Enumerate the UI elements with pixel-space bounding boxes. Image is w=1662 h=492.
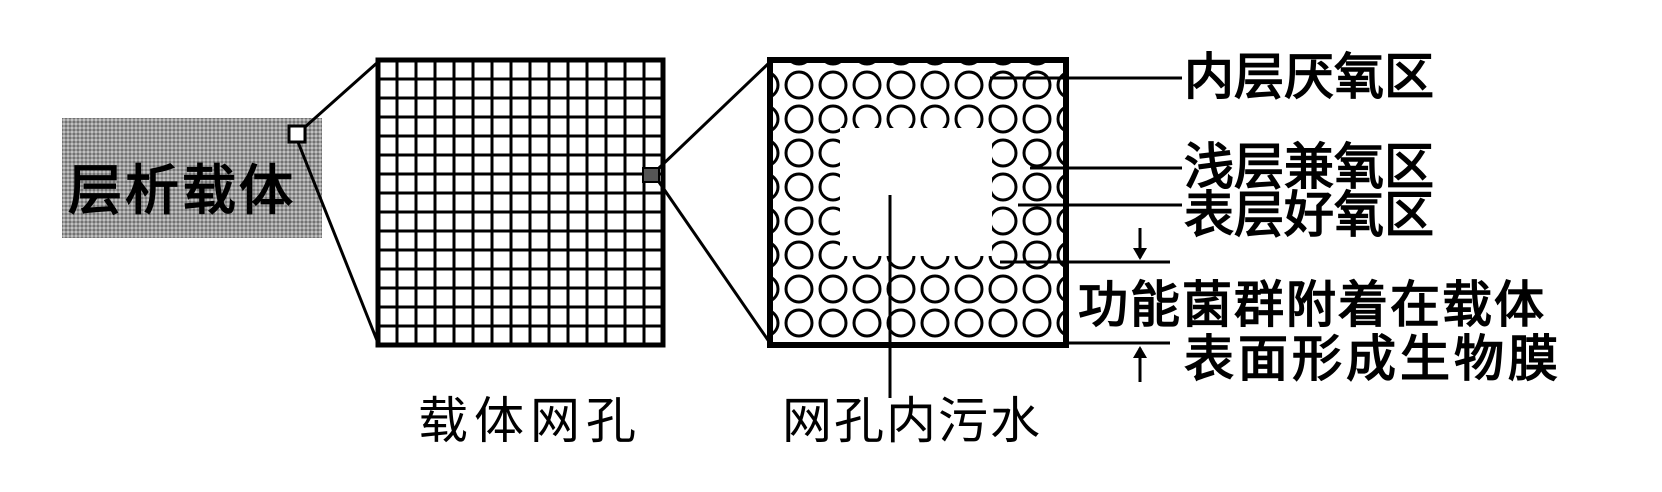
arrow-up-icon [1133, 346, 1147, 382]
zone-label-inner: 内层厌氧区 [1184, 48, 1434, 106]
pore-water-area [840, 128, 992, 256]
arrow-down-icon [1133, 228, 1147, 260]
zone-label-middle: 浅层兼氧区 [1184, 138, 1434, 196]
biofilm-note-line2: 表面形成生物膜 [1184, 330, 1562, 388]
zoom-marker-mesh [642, 167, 660, 183]
zoom-line2-bottom [657, 181, 772, 344]
carrier-block [62, 118, 322, 238]
carrier-mesh-grid [375, 57, 666, 348]
zone-label-surface: 表层好氧区 [1184, 186, 1434, 244]
pore-detail [767, 57, 1069, 348]
caption-water: 网孔内污水 [782, 392, 1042, 450]
carrier-label: 层析载体 [68, 159, 296, 222]
zoom-line-bottom [296, 141, 380, 344]
zoom-marker-small [287, 124, 307, 144]
biofilm-note-line1: 功能菌群附着在载体 [1078, 276, 1546, 334]
zoom-line2-top [657, 60, 772, 170]
zoom-line-top [304, 60, 379, 129]
caption-mesh: 载体网孔 [418, 392, 642, 450]
